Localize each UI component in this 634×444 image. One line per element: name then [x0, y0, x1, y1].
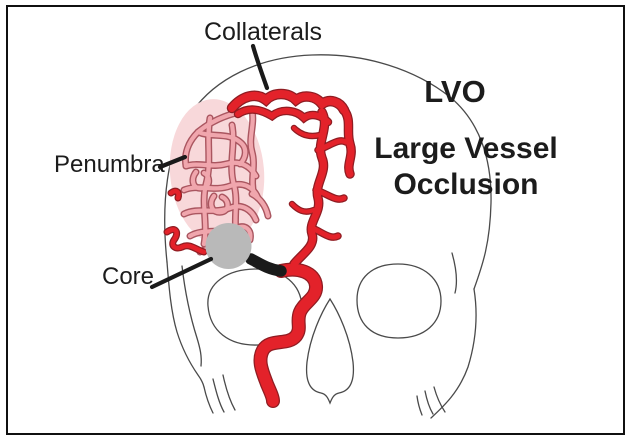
skull-right-suture	[451, 252, 458, 294]
penumbra-pointer-line	[157, 154, 188, 170]
core-label: Core	[102, 263, 155, 290]
teeth-right	[416, 386, 446, 416]
title-full: Large Vessel Occlusion	[356, 131, 576, 203]
title-abbreviation: LVO	[424, 74, 486, 109]
skull-left-temple	[166, 261, 205, 388]
title-line1: Large Vessel	[374, 132, 558, 165]
core-pointer-line	[149, 256, 214, 290]
mca-trunk	[290, 108, 329, 268]
occluded-vessel-segment	[245, 253, 287, 277]
teeth-left	[203, 374, 236, 414]
core-infarct-circle	[205, 223, 252, 269]
penumbra-label: Penumbra	[54, 151, 165, 178]
nasal-aperture	[305, 297, 355, 405]
collateral-vessels-lower	[235, 106, 331, 125]
title-line2: Occlusion	[393, 168, 539, 201]
collaterals-pointer-line	[250, 43, 270, 91]
right-eye-socket	[356, 263, 442, 339]
collateral-vessels	[228, 90, 348, 114]
skull-right-temple	[430, 288, 477, 419]
carotid-artery	[254, 263, 322, 407]
vessel-tree	[164, 90, 355, 407]
collaterals-label: Collaterals	[203, 18, 323, 46]
pointer-lines	[149, 43, 270, 290]
skull-left-cheek	[181, 265, 202, 367]
